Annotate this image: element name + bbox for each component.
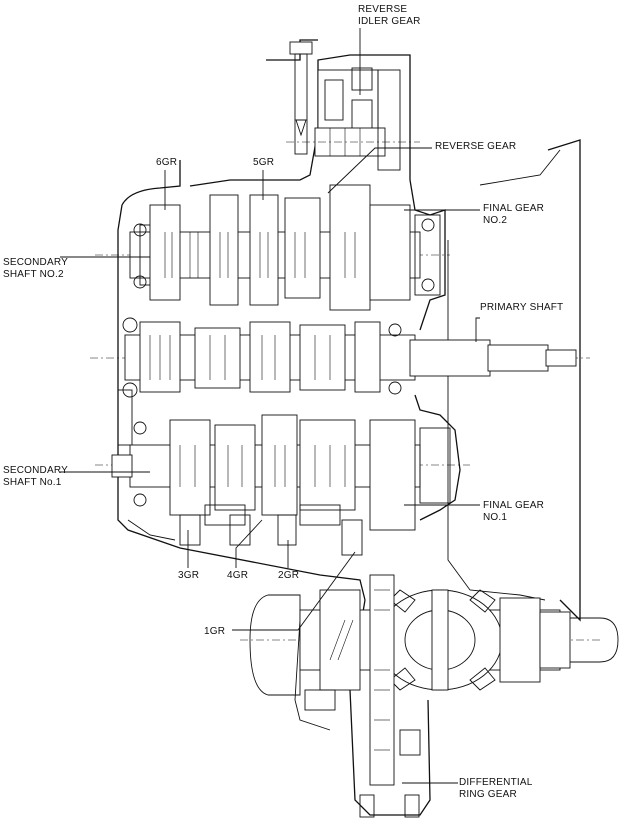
- label-4gr: 4GR: [227, 570, 249, 581]
- label-secondary-shaft-no1-line1: SECONDARY: [3, 465, 68, 476]
- label-primary-shaft: PRIMARY SHAFT: [480, 302, 564, 313]
- label-5gr: 5GR: [253, 157, 275, 168]
- leader-reverse-gear: [327, 147, 432, 194]
- label-reverse-idler-gear-line2: IDLER GEAR: [358, 16, 421, 27]
- label-6gr: 6GR: [156, 157, 178, 168]
- label-reverse-gear: REVERSE GEAR: [435, 141, 517, 152]
- label-differential-ring-gear-line2: RING GEAR: [459, 789, 517, 800]
- leader-primary-shaft: [475, 317, 480, 342]
- label-secondary-shaft-no2-line2: SHAFT NO.2: [3, 269, 64, 280]
- secondary-shaft-no2-assembly: [95, 184, 450, 311]
- leader-4gr: [235, 519, 263, 568]
- reverse-idler-gear-assembly: [286, 41, 420, 171]
- label-secondary-shaft-no2: SECONDARY SHAFT NO.2: [3, 257, 68, 281]
- label-reverse-idler-gear: REVERSE IDLER GEAR: [358, 4, 421, 28]
- label-final-gear-no1-line1: FINAL GEAR: [483, 500, 545, 511]
- label-secondary-shaft-no1: SECONDARY SHAFT No.1: [3, 465, 68, 489]
- label-secondary-shaft-no2-line1: SECONDARY: [3, 257, 68, 268]
- label-1gr: 1GR: [204, 626, 226, 637]
- label-final-gear-no1-line2: NO.1: [483, 512, 508, 523]
- label-3gr: 3GR: [178, 570, 200, 581]
- secondary-shaft-no1-assembly: [95, 414, 470, 556]
- label-differential-ring-gear-line1: DIFFERENTIAL: [459, 777, 533, 788]
- differential-assembly: [240, 574, 619, 818]
- label-2gr: 2GR: [278, 570, 300, 581]
- leader-1gr: [232, 551, 356, 631]
- label-secondary-shaft-no1-line2: SHAFT No.1: [3, 477, 62, 488]
- label-final-gear-no1: FINAL GEAR NO.1: [483, 500, 544, 524]
- label-final-gear-no2: FINAL GEAR NO.2: [483, 203, 544, 227]
- leader-lines: [60, 28, 480, 784]
- label-reverse-idler-gear-line1: REVERSE: [358, 4, 408, 15]
- label-final-gear-no2-line2: NO.2: [483, 215, 508, 226]
- label-final-gear-no2-line1: FINAL GEAR: [483, 203, 545, 214]
- primary-shaft-assembly: [90, 317, 590, 446]
- label-differential-ring-gear: DIFFERENTIAL RING GEAR: [459, 777, 533, 801]
